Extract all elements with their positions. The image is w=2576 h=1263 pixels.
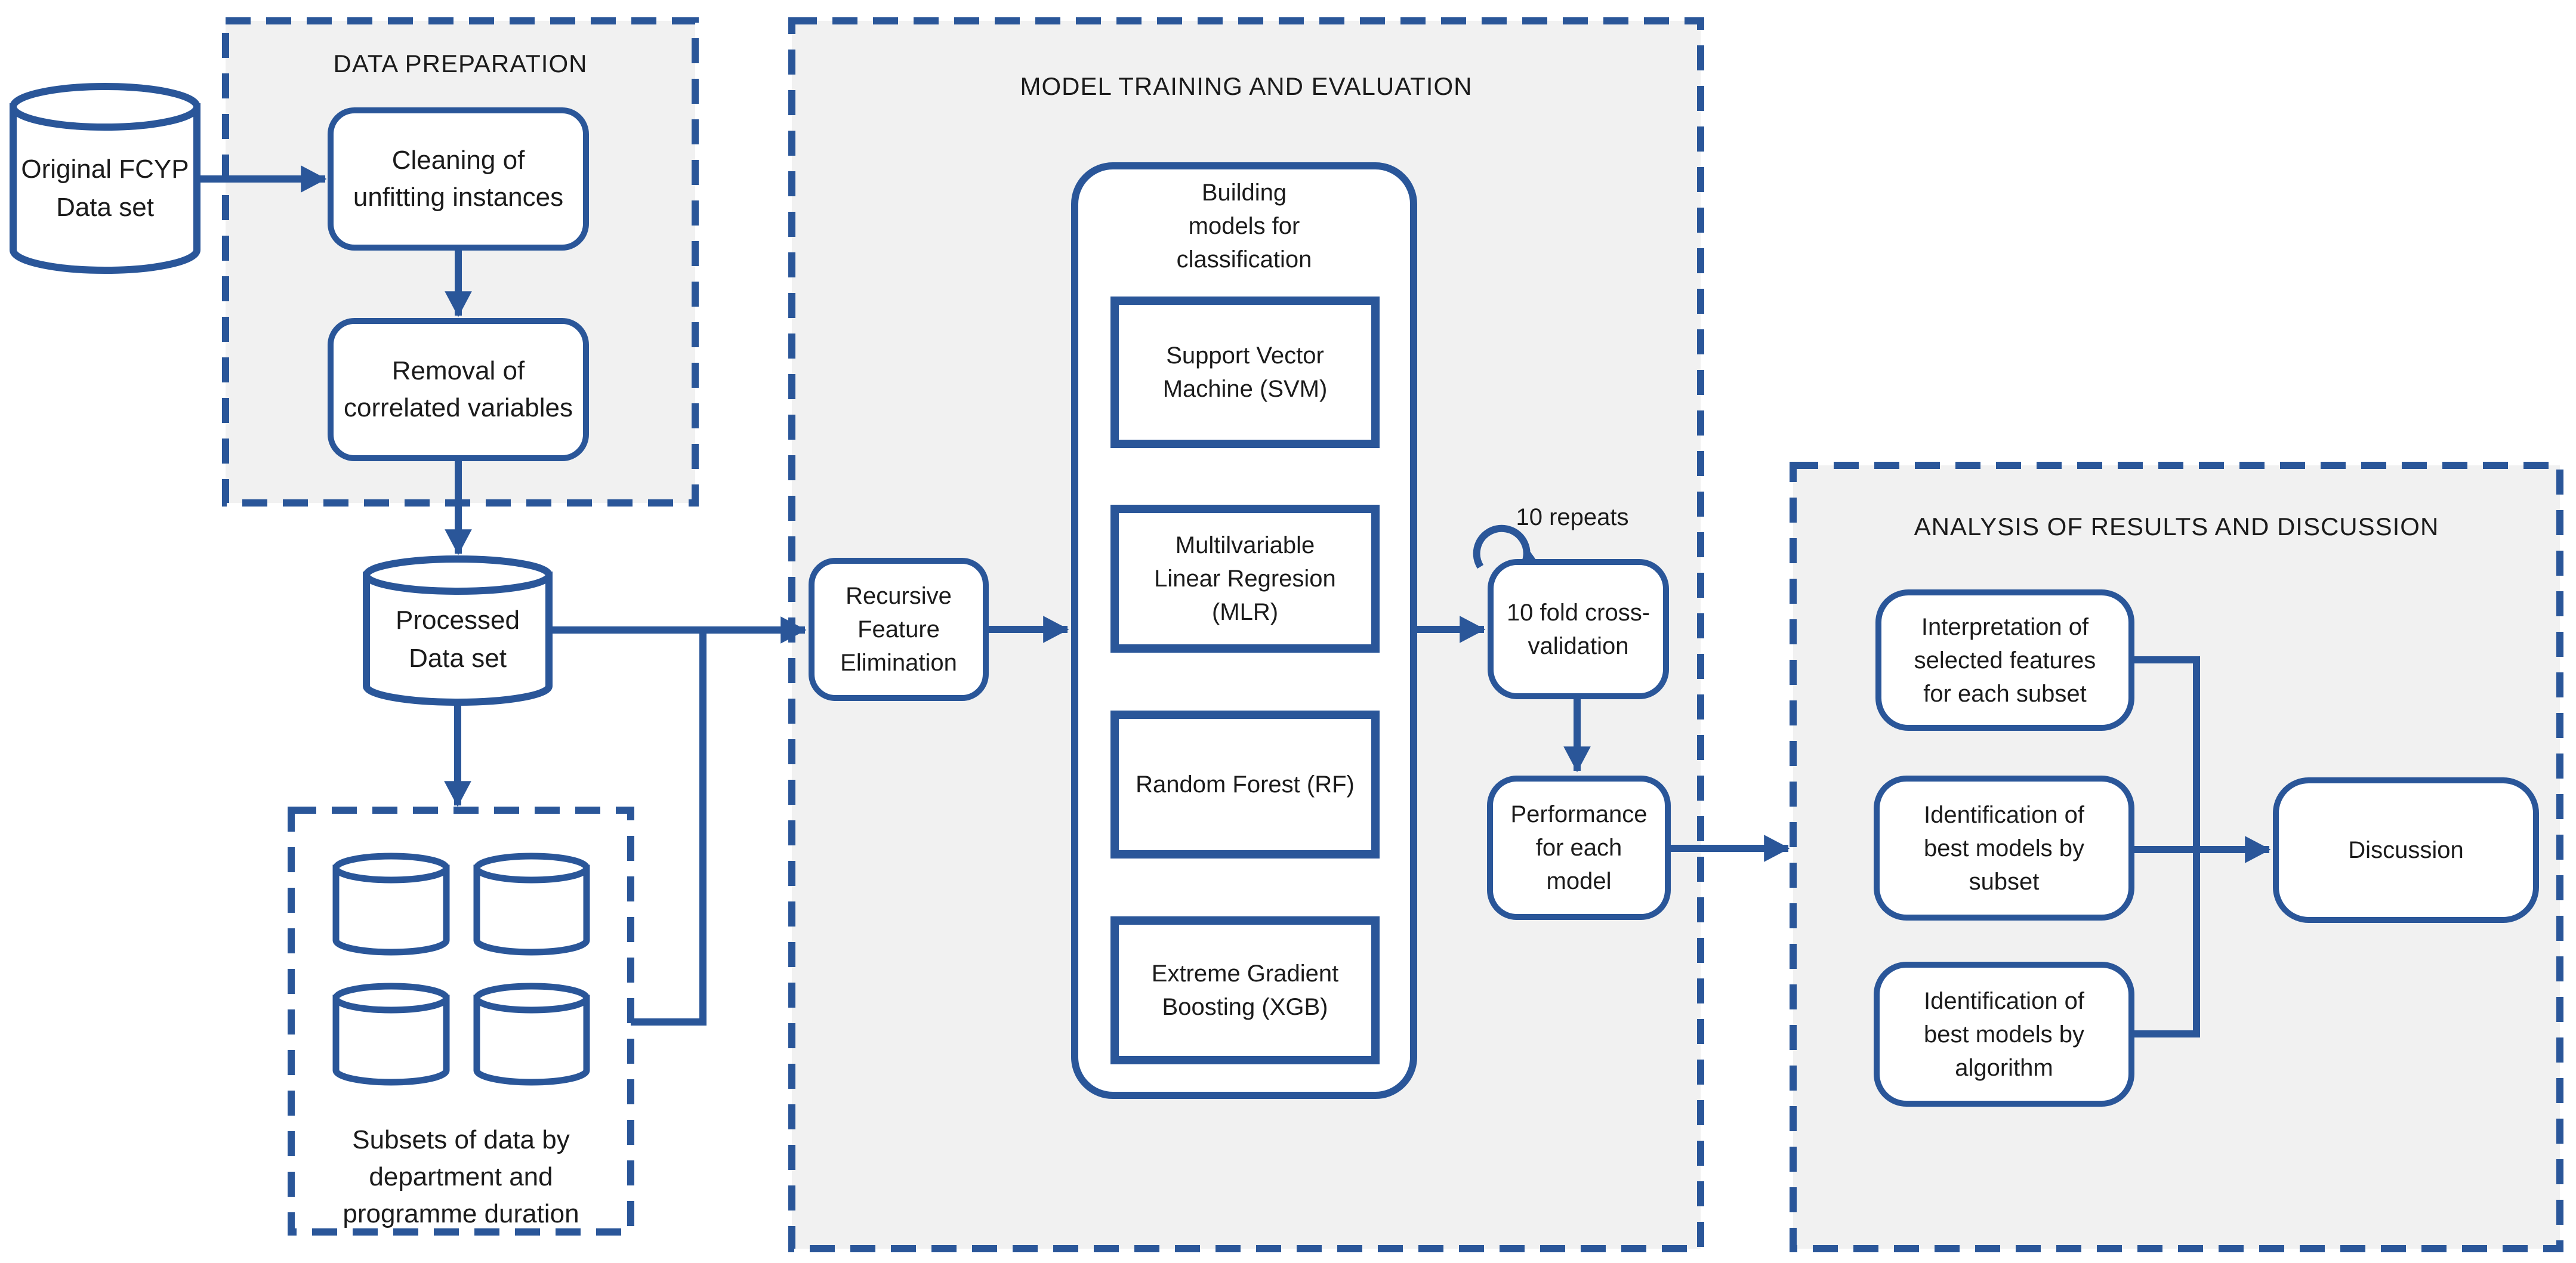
database-cylinder-subset-2 — [473, 853, 590, 956]
section-title-analysis: ANALYSIS OF RESULTS AND DISCUSSION — [1914, 512, 2439, 541]
connector-subsets-to-main-line — [631, 634, 707, 1026]
database-cylinder-subset-3 — [332, 983, 450, 1086]
node-xgboost: Extreme Gradient Boosting (XGB) — [1110, 916, 1380, 1064]
node-svm: Support Vector Machine (SVM) — [1110, 297, 1380, 448]
database-cylinder-original — [10, 83, 200, 274]
building-models-title: Building models for classification — [1176, 180, 1312, 273]
node-random-forest: Random Forest (RF) — [1110, 711, 1380, 859]
repeats-label: 10 repeats — [1516, 504, 1629, 530]
node-discussion: Discussion — [2273, 777, 2539, 923]
node-cleaning: Cleaning of unfitting instances — [328, 107, 589, 251]
node-interpretation: Interpretation of selected features for … — [1875, 589, 2134, 731]
database-cylinder-subset-1 — [332, 853, 450, 956]
section-title-model-training: MODEL TRAINING AND EVALUATION — [1020, 72, 1473, 100]
subsets-caption: Subsets of data by department and progra… — [343, 1125, 579, 1228]
section-title-data-preparation: DATA PREPARATION — [333, 50, 588, 78]
node-removal: Removal of correlated variables — [328, 318, 589, 461]
node-performance: Performance for each model — [1487, 776, 1671, 920]
processed-dataset-label: Processed Data set — [396, 606, 520, 673]
node-cross-validation: 10 fold cross- validation — [1488, 559, 1669, 699]
node-mlr: Multilvariable Linear Regresion (MLR) — [1110, 505, 1380, 653]
node-recursive-feature-elimination: Recursive Feature Elimination — [809, 558, 989, 701]
database-cylinder-processed — [363, 555, 553, 706]
original-dataset-label: Original FCYP Data set — [21, 155, 189, 222]
node-best-models-by-algorithm: Identification of best models by algorit… — [1874, 962, 2134, 1107]
database-cylinder-subset-4 — [473, 983, 590, 1086]
node-best-models-by-subset: Identification of best models by subset — [1874, 776, 2134, 921]
